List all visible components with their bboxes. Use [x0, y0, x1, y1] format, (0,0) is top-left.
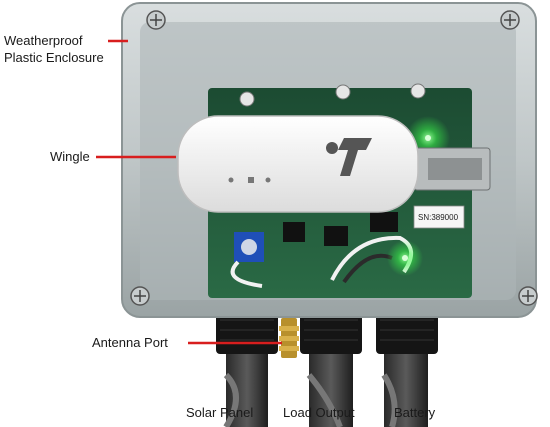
usb-connector [413, 147, 491, 191]
antenna-port-label: Antenna Port [92, 335, 168, 350]
enclosure-label-line2: Plastic Enclosure [4, 50, 104, 65]
enclosure-screws [130, 10, 538, 306]
enclosure-label: Weatherproof Plastic Enclosure [4, 32, 104, 66]
enclosure-label-line1: Weatherproof [4, 33, 83, 48]
callout-lines [96, 39, 282, 345]
cable-glands [216, 312, 438, 354]
serial-number-label: SN:389000 [418, 213, 459, 222]
wingle-indicator-icons [228, 177, 271, 183]
antenna-port [279, 318, 299, 358]
load-output-label: Load Output [283, 405, 355, 420]
battery-label: Battery [394, 405, 436, 420]
wingle-modem [177, 115, 419, 213]
wingle-label: Wingle [50, 149, 90, 164]
solar-panel-label: Solar Panel [186, 405, 254, 420]
telstra-logo-icon [326, 138, 372, 176]
